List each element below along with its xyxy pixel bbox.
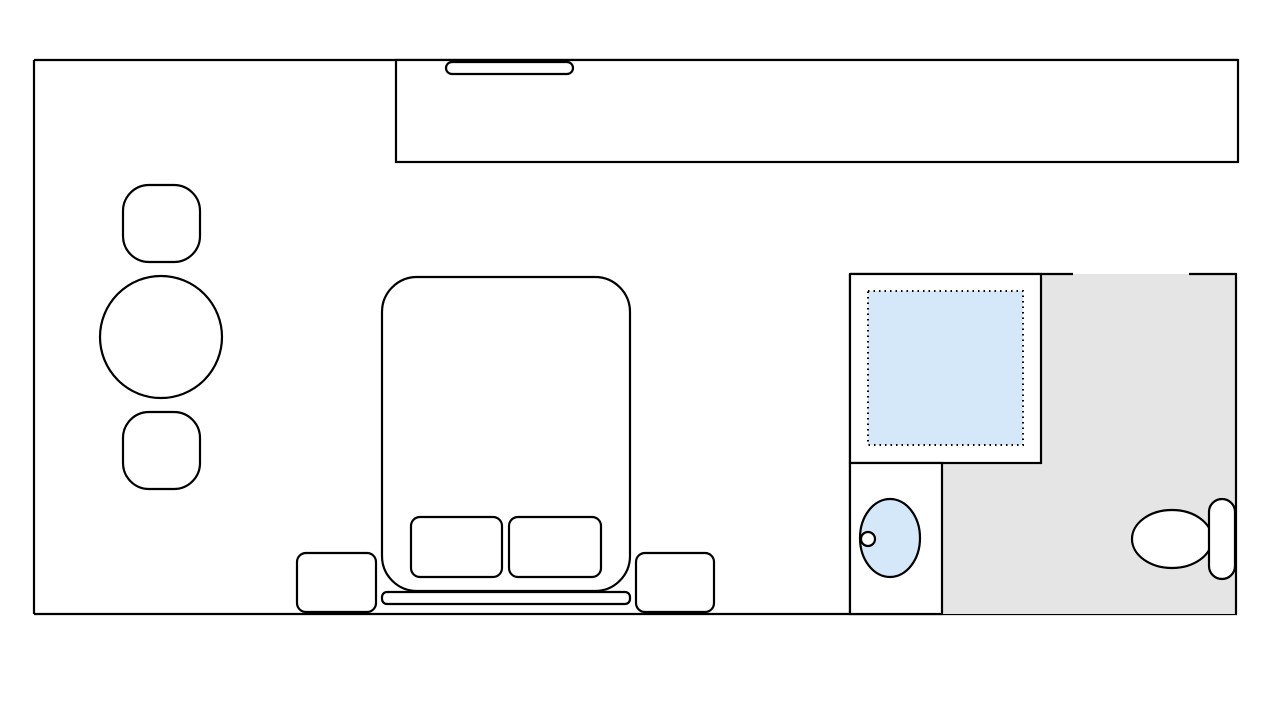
nightstand-left <box>295 551 378 614</box>
counter <box>394 58 1240 164</box>
headboard <box>380 590 632 606</box>
dining-table <box>98 274 224 400</box>
pillow-right <box>507 515 603 579</box>
pillow-left <box>409 515 504 579</box>
chair-bottom <box>121 410 202 491</box>
shower-tray <box>867 290 1024 446</box>
sink-drain <box>859 530 877 548</box>
chair-top <box>121 183 202 264</box>
toilet-bowl <box>1130 508 1214 570</box>
nightstand-right <box>634 551 716 614</box>
toilet-tank <box>1207 497 1237 581</box>
bathroom <box>848 272 1238 616</box>
counter-handle <box>444 60 575 76</box>
